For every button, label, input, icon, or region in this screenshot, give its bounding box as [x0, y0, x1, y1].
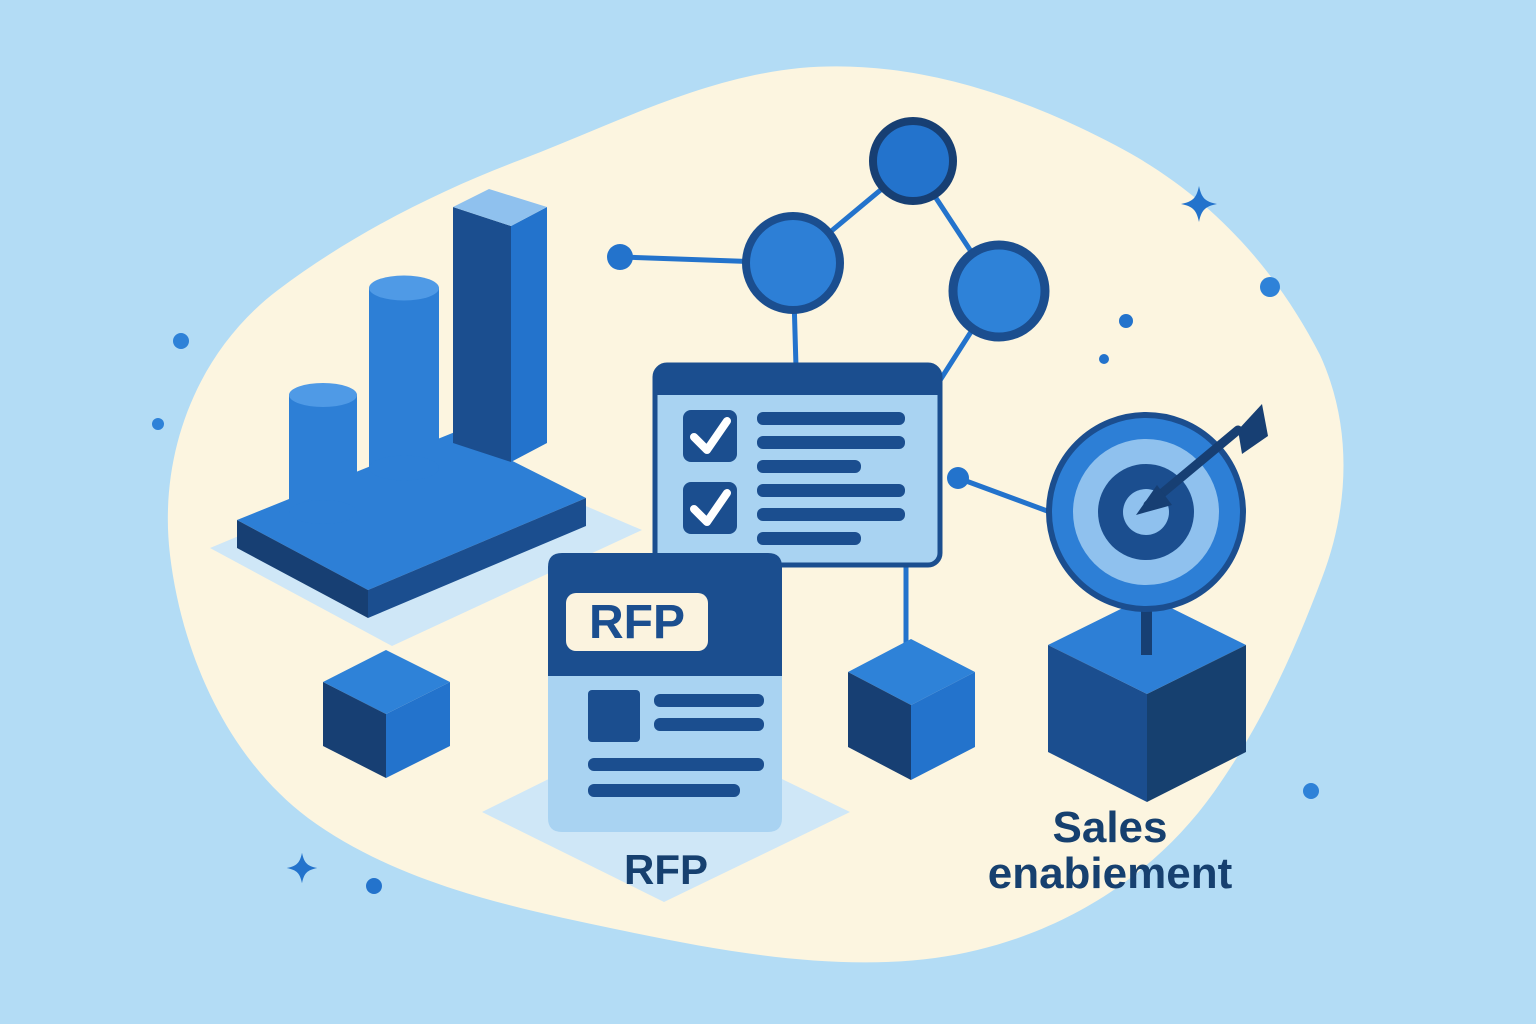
dot-decoration: [173, 333, 189, 349]
dot-decoration: [1119, 314, 1133, 328]
cube-right-face: [386, 682, 450, 778]
rfp-document-title: RFP: [589, 596, 685, 649]
network-node: [948, 240, 1050, 342]
sparkle-icon: [286, 852, 318, 884]
document-title-chip: [566, 593, 708, 651]
bar-cylinder-2-body: [369, 288, 439, 468]
document-text-line: [654, 718, 764, 731]
target-icon: [1046, 404, 1268, 655]
bar-prism-top-face: [453, 189, 547, 226]
checklist-line: [757, 412, 905, 425]
network-small-node: [947, 467, 969, 489]
cube-top-face: [323, 650, 450, 714]
checklist-line: [757, 532, 861, 545]
bar-cylinder-2-bottom: [369, 455, 439, 481]
checklist-card-icon: [652, 362, 943, 568]
bar-cylinder-2-top: [369, 275, 439, 301]
network-node: [742, 212, 844, 314]
rfp-document-icon: RFP: [482, 553, 850, 902]
checkmark-icon: [690, 489, 731, 526]
checklist-line: [757, 508, 905, 521]
sales-caption-line1: Sales: [1053, 803, 1168, 852]
document-text-line: [588, 784, 740, 797]
checklist-line: [757, 460, 861, 473]
rfp-caption: RFP: [624, 846, 708, 893]
cube-icon-medium: [848, 639, 975, 780]
platform-left-face: [237, 520, 368, 618]
cube-left-face: [848, 672, 911, 780]
bar-prism-right-face: [511, 207, 547, 462]
cube-right-face: [1147, 645, 1246, 802]
checklist-line: [757, 484, 905, 497]
platform-top-face: [237, 432, 586, 590]
decorations: [152, 186, 1319, 894]
dot-decoration: [1303, 783, 1319, 799]
dart-icon: [1136, 404, 1268, 515]
dart-shaft: [1143, 425, 1243, 510]
bar-cylinder-1-bottom: [289, 500, 357, 524]
bar-chart-icon: [210, 189, 642, 646]
bar-prism-front-face: [453, 207, 511, 462]
platform-right-face: [368, 498, 586, 618]
bar-cylinder-1-body: [289, 395, 357, 512]
cube-right-face: [911, 672, 975, 780]
document-image-placeholder: [588, 690, 640, 742]
dot-decoration: [1260, 277, 1280, 297]
checkmark-icon: [690, 417, 731, 454]
dart-tip: [1136, 485, 1172, 515]
cube-left-face: [1048, 645, 1147, 802]
target-stand: [1141, 600, 1152, 655]
cube-icon-small: [323, 650, 450, 778]
dot-decoration: [1099, 354, 1109, 364]
sales-caption-line2: enabiement: [988, 849, 1233, 898]
bar-cylinder-1-top: [289, 383, 357, 407]
cube-left-face: [323, 682, 386, 778]
network-small-node: [607, 244, 633, 270]
sparkle-icon: [1181, 186, 1217, 222]
network-graph-icon: [607, 117, 1053, 648]
dart-flight: [1238, 404, 1268, 454]
dot-decoration: [366, 878, 382, 894]
cube-top-face: [848, 639, 975, 705]
document-text-line: [588, 758, 764, 771]
network-node: [869, 117, 957, 205]
checklist-card-header: [655, 365, 940, 395]
document-text-line: [654, 694, 764, 707]
network-edge: [955, 475, 1053, 515]
checklist-line: [757, 436, 905, 449]
dot-decoration: [152, 418, 164, 430]
